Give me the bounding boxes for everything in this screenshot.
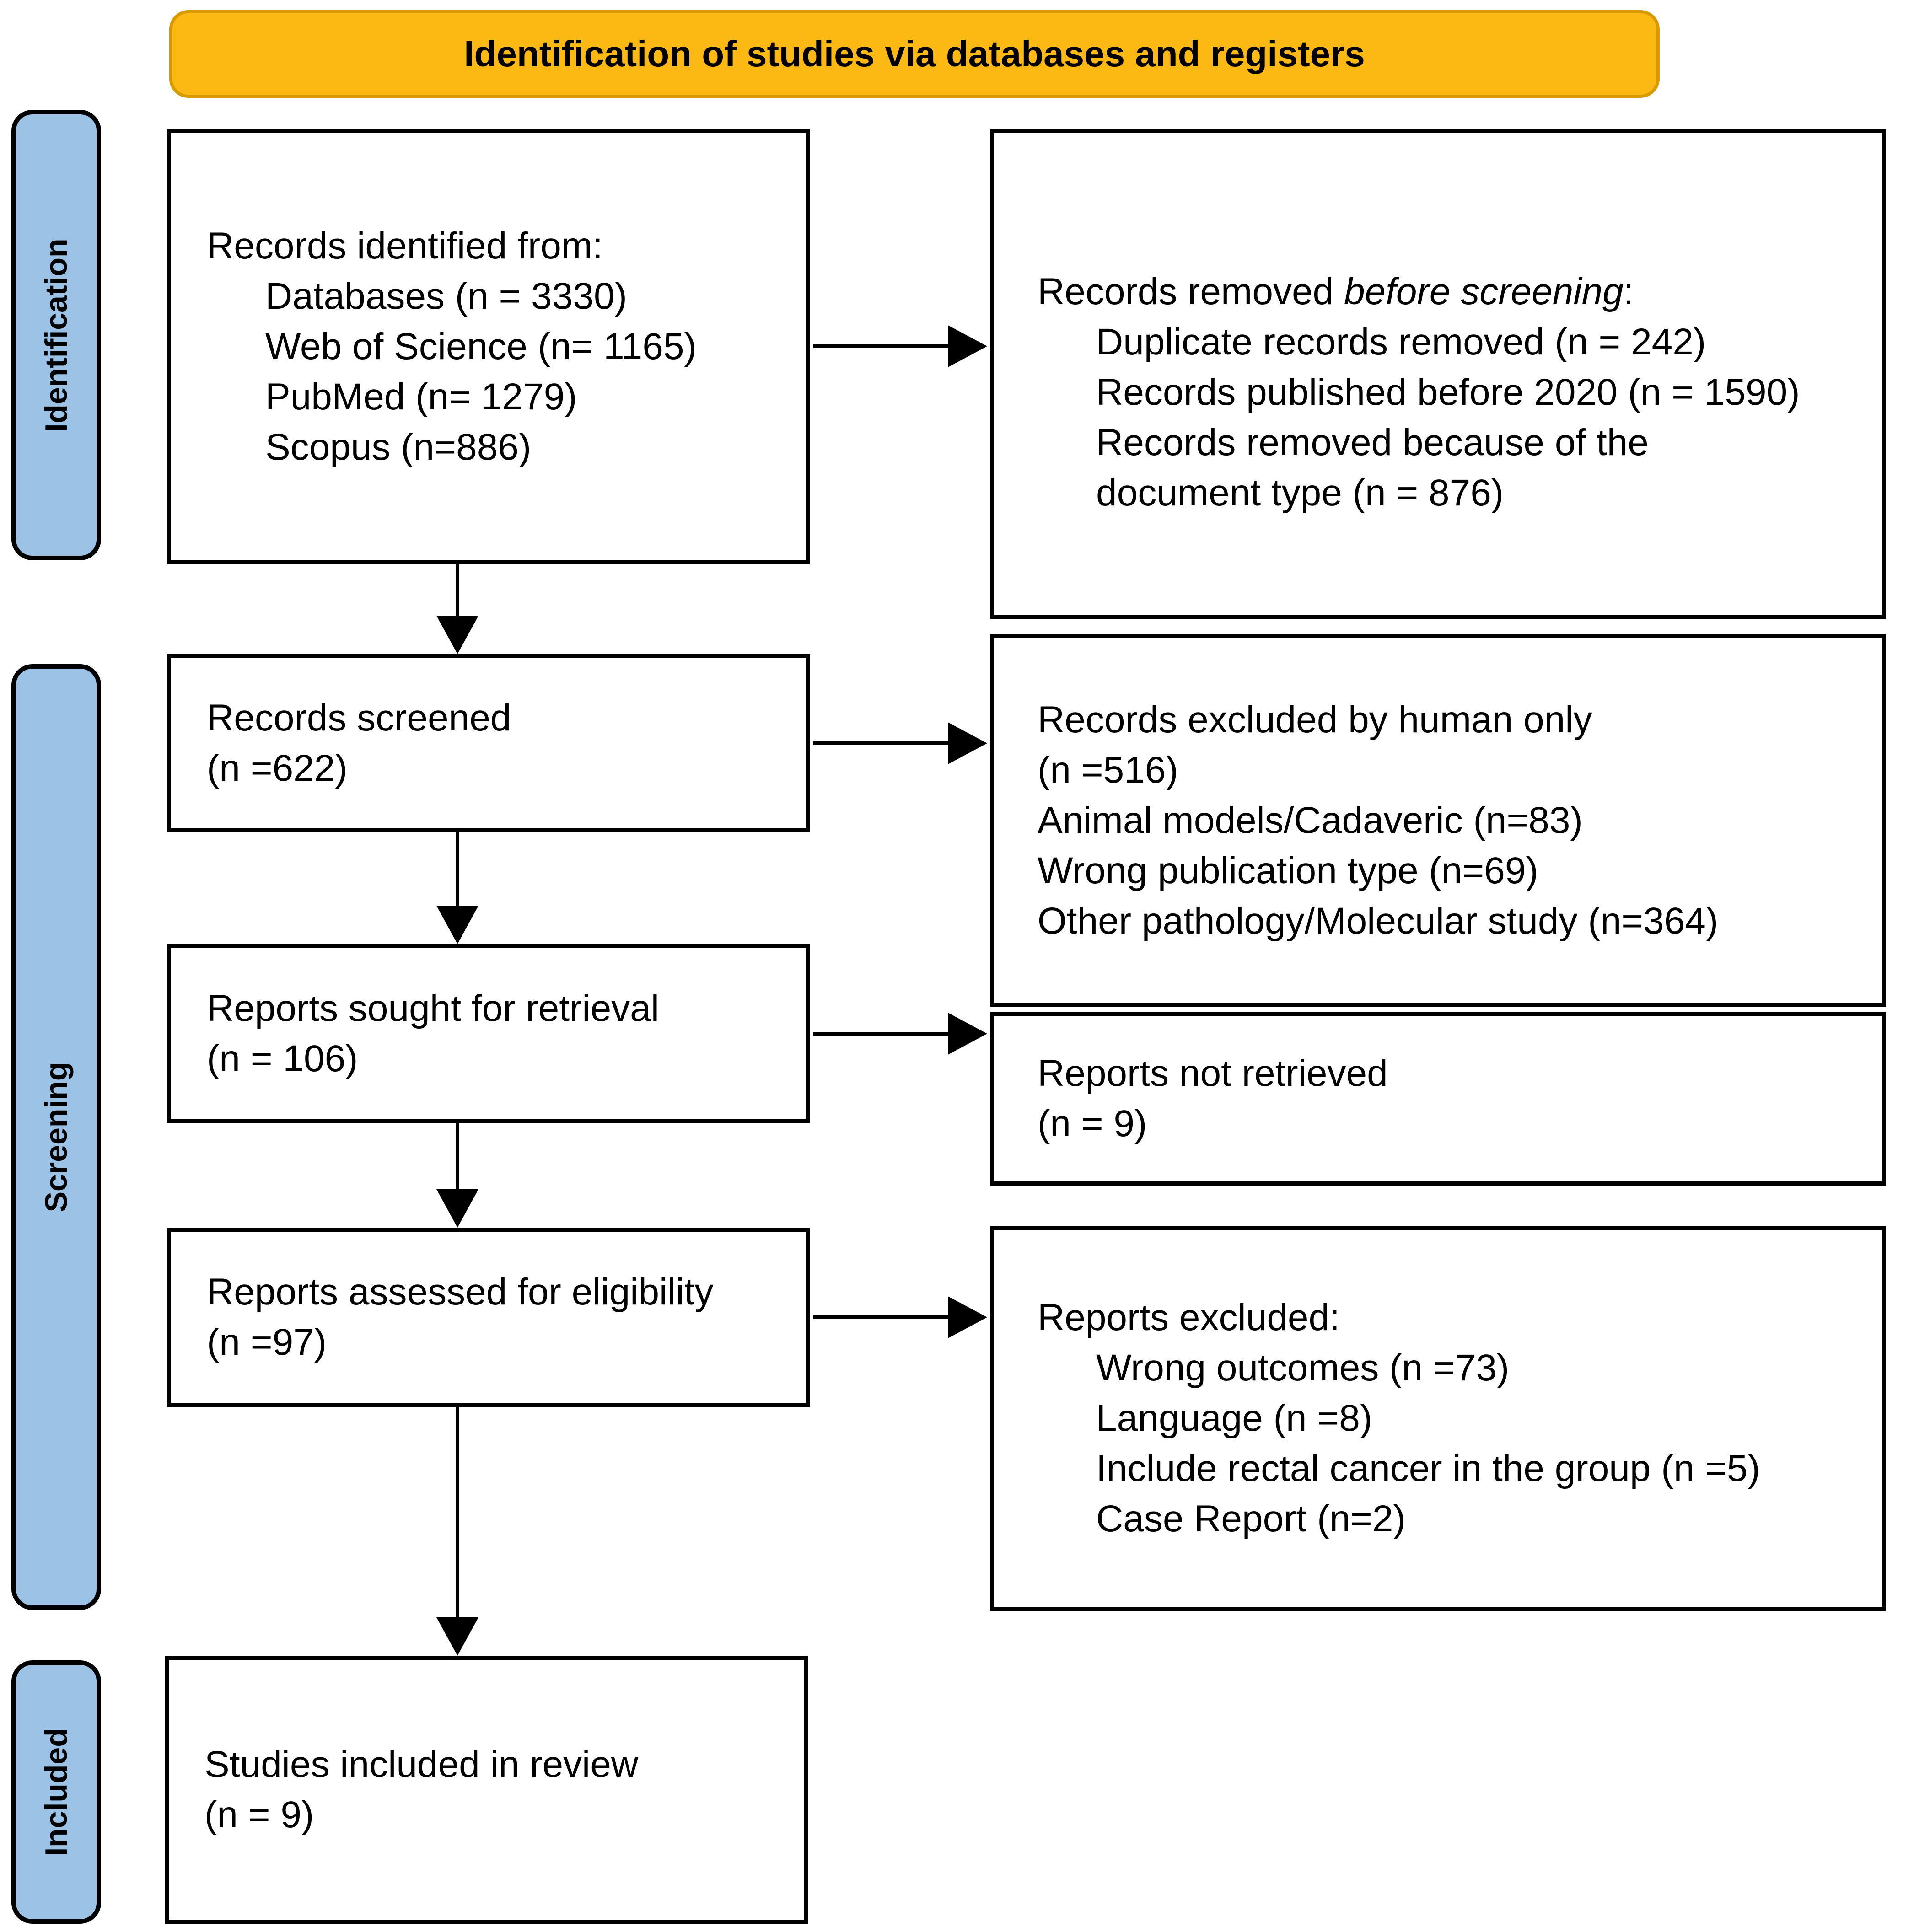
box-records-excluded-text: Records excluded by human only(n =516)An… — [1038, 699, 1719, 942]
box-records-screened-text: Records screened(n =622) — [207, 697, 511, 789]
stage-label-screening-text: Screening — [39, 1062, 74, 1213]
stage-label-identification: Identification — [11, 110, 101, 560]
box-records-screened: Records screened(n =622) — [167, 654, 810, 832]
banner: Identification of studies via databases … — [169, 10, 1660, 98]
arrow-line — [456, 1123, 459, 1193]
arrow-head — [948, 1296, 987, 1338]
arrow-head — [948, 1013, 987, 1055]
box-reports-not-retrieved-text: Reports not retrieved(n = 9) — [1038, 1052, 1388, 1144]
arrow-head — [948, 722, 987, 764]
box-records-identified: Records identified from:Databases (n = 3… — [167, 129, 810, 564]
box-reports-excluded-text: Reports excluded:Wrong outcomes (n =73)L… — [1038, 1297, 1760, 1540]
arrow-line — [813, 1315, 951, 1319]
box-reports-not-retrieved: Reports not retrieved(n = 9) — [990, 1012, 1886, 1186]
banner-title: Identification of studies via databases … — [464, 33, 1365, 74]
box-reports-assessed: Reports assessed for eligibility(n =97) — [167, 1228, 810, 1407]
arrow-head — [436, 1617, 478, 1656]
arrow-head — [948, 325, 987, 367]
arrow-line — [456, 564, 459, 618]
box-reports-excluded: Reports excluded:Wrong outcomes (n =73)L… — [990, 1226, 1886, 1611]
arrow-line — [813, 344, 951, 348]
stage-label-screening: Screening — [11, 664, 101, 1610]
box-studies-included: Studies included in review(n = 9) — [165, 1656, 808, 1924]
arrow-line — [813, 1032, 951, 1036]
arrow-head — [436, 906, 478, 944]
arrow-line — [813, 741, 951, 745]
arrow-head — [436, 616, 478, 654]
box-records-identified-text: Records identified from:Databases (n = 3… — [207, 225, 697, 468]
stage-label-included: Included — [11, 1660, 101, 1924]
arrow-line — [456, 832, 459, 908]
box-reports-assessed-text: Reports assessed for eligibility(n =97) — [207, 1271, 714, 1363]
stage-label-identification-text: Identification — [39, 238, 74, 432]
box-records-excluded: Records excluded by human only(n =516)An… — [990, 634, 1886, 1007]
box-studies-included-text: Studies included in review(n = 9) — [204, 1744, 639, 1835]
box-records-removed: Records removed before screening:Duplica… — [990, 129, 1886, 619]
box-reports-sought-text: Reports sought for retrieval(n = 106) — [207, 987, 660, 1079]
box-records-removed-text: Records removed before screening:Duplica… — [1038, 271, 1800, 514]
arrow-head — [436, 1189, 478, 1228]
arrow-line — [456, 1407, 459, 1620]
stage-label-included-text: Included — [39, 1728, 74, 1856]
box-reports-sought: Reports sought for retrieval(n = 106) — [167, 944, 810, 1123]
